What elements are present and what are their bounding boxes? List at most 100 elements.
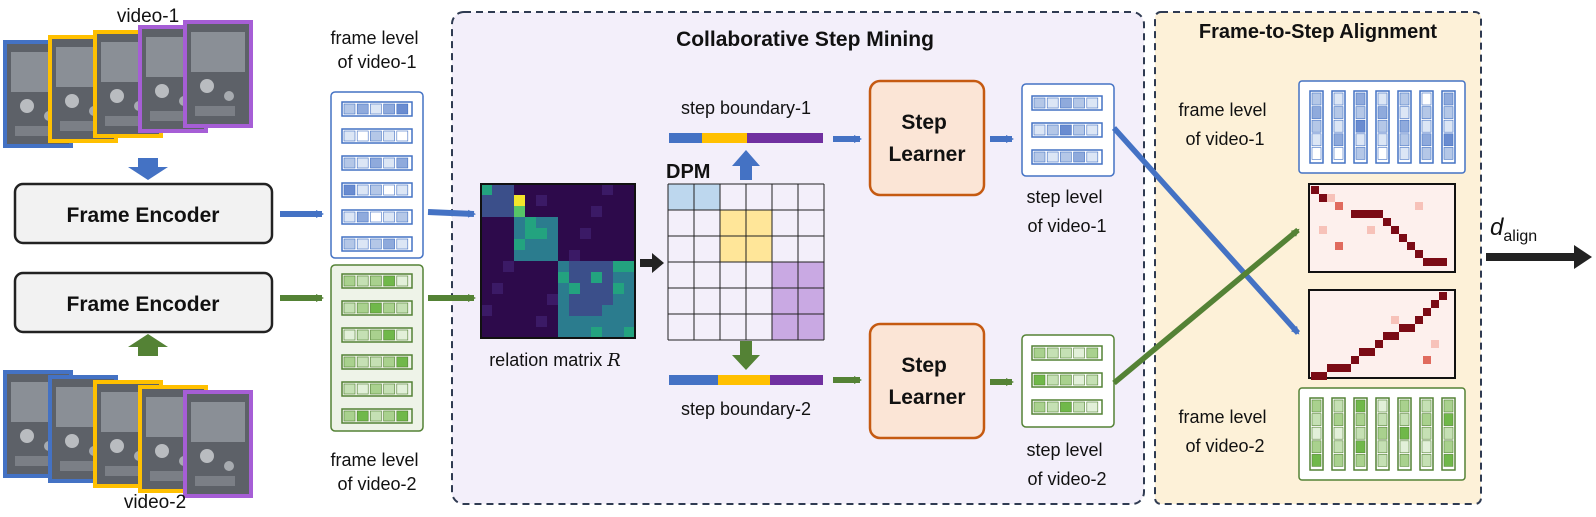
- heatmap-cell: [525, 283, 537, 295]
- heatmap-cell: [514, 195, 526, 207]
- heatmap-cell: [558, 206, 570, 218]
- csm-title: Collaborative Step Mining: [676, 28, 934, 51]
- alignment-cell: [1407, 242, 1415, 250]
- alignment-cell: [1351, 356, 1359, 364]
- heatmap-cell: [525, 294, 537, 306]
- heatmap-cell: [558, 294, 570, 306]
- heatmap-cell: [580, 195, 592, 207]
- heatmap-cell: [580, 272, 592, 284]
- heatmap-cell: [591, 250, 603, 262]
- alignment-cell: [1375, 210, 1383, 218]
- down-arrow-icon: [128, 158, 168, 180]
- feature-vector: [1031, 372, 1103, 388]
- alignment-cell: [1335, 202, 1343, 210]
- heatmap-cell: [558, 316, 570, 328]
- heatmap-cell: [569, 195, 581, 207]
- heatmap-cell: [569, 283, 581, 295]
- frame-features-v2: [341, 273, 413, 424]
- feature-vector: [341, 381, 413, 397]
- heatmap-cell: [525, 327, 537, 339]
- heatmap-cell: [481, 294, 493, 306]
- heatmap-cell: [481, 305, 493, 317]
- alignment-cell: [1327, 194, 1335, 202]
- heatmap-cell: [536, 261, 548, 273]
- heatmap-cell: [580, 184, 592, 196]
- video-2-frames: [3, 370, 253, 498]
- step-boundary-2-label: step boundary-2: [681, 399, 811, 419]
- heatmap-cell: [591, 239, 603, 251]
- heatmap-cell: [580, 217, 592, 229]
- heatmap-cell: [525, 239, 537, 251]
- heatmap-cell: [547, 327, 559, 339]
- video-1-label: video-1: [117, 6, 179, 27]
- heatmap-cell: [492, 206, 504, 218]
- alignment-cell: [1319, 372, 1327, 380]
- heatmap-cell: [514, 316, 526, 328]
- alignment-cell: [1423, 356, 1431, 364]
- video-frame-thumbnail: [183, 20, 253, 128]
- heatmap-cell: [481, 272, 493, 284]
- alignment-cell: [1407, 324, 1415, 332]
- heatmap-cell: [547, 217, 559, 229]
- step-boundary-1-bar: [669, 133, 823, 143]
- heatmap-cell: [558, 327, 570, 339]
- feature-vector: [1397, 397, 1412, 471]
- heatmap-cell: [514, 228, 526, 240]
- heatmap-cell: [624, 217, 636, 229]
- heatmap-cell: [514, 217, 526, 229]
- heatmap-cell: [481, 239, 493, 251]
- heatmap-cell: [613, 228, 625, 240]
- heatmap-cell: [536, 217, 548, 229]
- heatmap-cell: [503, 283, 515, 295]
- heatmap-cell: [591, 294, 603, 306]
- output-arrow: [1486, 245, 1592, 269]
- feature-vector: [1331, 90, 1346, 164]
- heatmap-cell: [481, 283, 493, 295]
- heatmap-cell: [514, 250, 526, 262]
- feature-vector: [341, 155, 413, 171]
- alignment-cell: [1375, 340, 1383, 348]
- video-1-frames: [3, 20, 253, 148]
- output-subscript: align: [1503, 228, 1537, 245]
- heatmap-cell: [536, 327, 548, 339]
- fsa-frame-level-v2-label: frame level of video-2: [1178, 407, 1271, 456]
- heatmap-cell: [558, 217, 570, 229]
- heatmap-cell: [514, 327, 526, 339]
- heatmap-cell: [481, 250, 493, 262]
- alignment-cell: [1431, 300, 1439, 308]
- heatmap-cell: [514, 206, 526, 218]
- heatmap-cell: [558, 184, 570, 196]
- feature-vector: [341, 273, 413, 289]
- heatmap-cell: [503, 261, 515, 273]
- step-boundary-2-bar: [669, 375, 823, 385]
- heatmap-cell: [580, 261, 592, 273]
- heatmap-cell: [569, 239, 581, 251]
- heatmap-cell: [525, 206, 537, 218]
- heatmap-cell: [613, 195, 625, 207]
- heatmap-cell: [569, 272, 581, 284]
- alignment-cell: [1415, 316, 1423, 324]
- fsa-frame-features-v1: [1309, 90, 1456, 164]
- heatmap-cell: [613, 294, 625, 306]
- heatmap-cell: [613, 261, 625, 273]
- heatmap-cell: [481, 195, 493, 207]
- heatmap-cell: [569, 261, 581, 273]
- feature-vector: [341, 209, 413, 225]
- heatmap-cell: [492, 217, 504, 229]
- heatmap-cell: [591, 217, 603, 229]
- video-frame-thumbnail: [183, 390, 253, 498]
- heatmap-cell: [580, 206, 592, 218]
- heatmap-cell: [624, 327, 636, 339]
- heatmap-cell: [602, 294, 614, 306]
- dpm-down-arrow-icon: [732, 341, 760, 370]
- heatmap-cell: [503, 250, 515, 262]
- heatmap-cell: [536, 283, 548, 295]
- step-level-v2-label: step level of video-2: [1026, 440, 1107, 489]
- heatmap-cell: [525, 195, 537, 207]
- alignment-matrix-2: [1311, 292, 1447, 380]
- heatmap-cell: [591, 184, 603, 196]
- alignment-cell: [1367, 348, 1375, 356]
- heatmap-cell: [547, 195, 559, 207]
- heatmap-cell: [591, 316, 603, 328]
- fsa-title: Frame-to-Step Alignment: [1199, 21, 1437, 43]
